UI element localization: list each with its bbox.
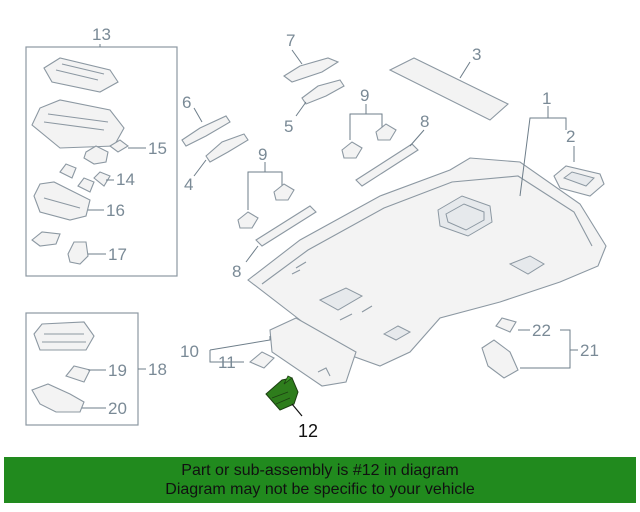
callout-17[interactable]: 17: [108, 245, 127, 264]
callout-22[interactable]: 22: [532, 321, 551, 340]
banner-line-1: Part or sub-assembly is #12 in diagram: [181, 462, 459, 479]
part-8-rail-a[interactable]: [355, 143, 419, 187]
callout-21[interactable]: 21: [580, 341, 599, 360]
room-lamp-part[interactable]: [33, 321, 95, 351]
part-17-lamp[interactable]: [67, 241, 89, 265]
group-box-13: [25, 46, 178, 277]
leader-11: [209, 350, 244, 363]
callout-8a[interactable]: 8: [420, 112, 429, 131]
callout-14[interactable]: 14: [116, 170, 135, 189]
part-4-handle[interactable]: [205, 133, 249, 163]
callout-16[interactable]: 16: [106, 201, 125, 220]
part-22-bulb[interactable]: [495, 317, 517, 333]
part-1-headliner[interactable]: [247, 157, 607, 367]
switch-bracket-part[interactable]: [83, 145, 109, 165]
part-14-bulbs[interactable]: [59, 163, 111, 193]
part-8-rail-b[interactable]: [255, 205, 317, 247]
callout-12[interactable]: 12: [298, 421, 318, 441]
callout-19[interactable]: 19: [108, 361, 127, 380]
part-11-clip[interactable]: [248, 351, 275, 369]
part-10-sunvisor[interactable]: [269, 317, 357, 387]
callout-18[interactable]: 18: [148, 360, 167, 379]
part-15-clip[interactable]: [109, 139, 129, 153]
part-5-handle[interactable]: [301, 79, 345, 105]
callout-10[interactable]: 10: [180, 342, 199, 361]
fitment-banner: Part or sub-assembly is #12 in diagram D…: [4, 457, 636, 503]
callout-2[interactable]: 2: [566, 127, 575, 146]
callout-3[interactable]: 3: [472, 45, 481, 64]
callout-15[interactable]: 15: [148, 139, 167, 158]
callout-8b[interactable]: 8: [232, 262, 241, 281]
callout-9a[interactable]: 9: [360, 86, 369, 105]
part-12-bracket-highlighted[interactable]: [265, 375, 299, 411]
part-9-clip-a[interactable]: [341, 123, 397, 159]
leader-21: [520, 329, 571, 369]
leader-10: [209, 336, 271, 351]
part-20-lens[interactable]: [31, 383, 85, 413]
callout-4[interactable]: 4: [184, 175, 193, 194]
callout-13[interactable]: 13: [92, 25, 111, 44]
callout-6[interactable]: 6: [182, 93, 191, 112]
callout-9b[interactable]: 9: [258, 145, 267, 164]
callout-11[interactable]: 11: [218, 353, 236, 372]
part-2-lamp[interactable]: [553, 165, 605, 197]
part-16-lens[interactable]: [33, 181, 91, 221]
callout-1[interactable]: 1: [542, 89, 551, 108]
callout-20[interactable]: 20: [108, 399, 127, 418]
part-21-lamp[interactable]: [481, 339, 519, 379]
callout-5[interactable]: 5: [284, 117, 293, 136]
banner-line-2: Diagram may not be specific to your vehi…: [165, 481, 475, 498]
overhead-console-part[interactable]: [43, 57, 119, 93]
part-6-handle[interactable]: [181, 115, 231, 147]
part-19-bulb[interactable]: [65, 365, 91, 383]
part-3-pad[interactable]: [388, 57, 509, 121]
part-9-clip-b[interactable]: [237, 183, 295, 229]
callout-7[interactable]: 7: [286, 31, 295, 50]
lamp-cover-part[interactable]: [31, 231, 61, 247]
part-7-handle[interactable]: [283, 57, 340, 83]
leader-12: [291, 403, 303, 417]
map-lamp-housing-part[interactable]: [31, 99, 125, 149]
